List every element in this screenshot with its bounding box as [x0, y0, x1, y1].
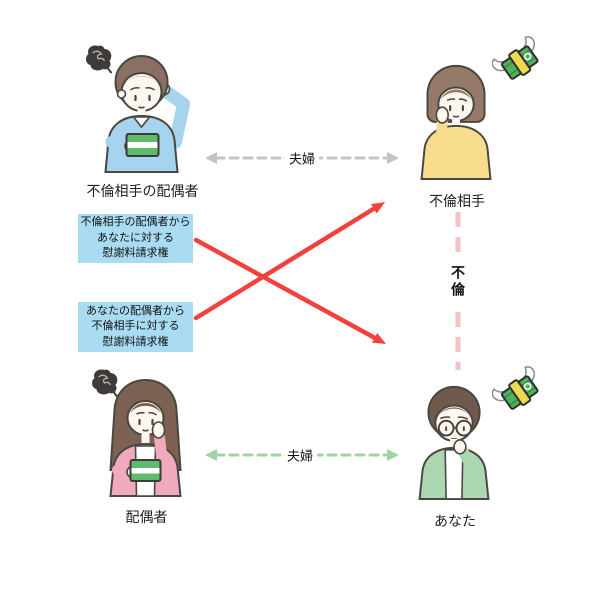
node-label-affair-partners-spouse: 不倫相手の配偶者: [86, 183, 199, 199]
illustration-affair-partners-spouse: [86, 45, 190, 173]
annoyed-scribble-icon: [86, 45, 113, 74]
glasses-icon: [437, 419, 473, 437]
node-label-spouse: 配偶者: [125, 509, 168, 525]
claim-box-against-you: 不倫相手の配偶者から あなたに対する 慰謝料請求権: [78, 214, 193, 263]
annoyed-scribble-icon: [92, 369, 119, 398]
claim-arrow-to-you-line: [193, 237, 378, 341]
node-label-affair-partner: 不倫相手: [429, 193, 485, 209]
illustration-affair-partner: [420, 64, 492, 180]
money-with-wings-icon: [492, 36, 539, 80]
node-you: あなた: [396, 372, 514, 531]
node-affair-partner: 不倫相手: [398, 52, 516, 211]
claim-arrow-to-affair-partner-line: [193, 205, 378, 321]
passbook-icon: [129, 459, 162, 482]
claim-box-line: 不倫相手に対する: [91, 320, 180, 333]
node-affair-partners-spouse: 不倫相手の配偶者: [80, 42, 205, 201]
node-spouse: 配偶者: [84, 368, 209, 527]
top-couple-arrowhead-left: [205, 152, 217, 164]
claim-arrow-to-affair-partner-head: [371, 202, 385, 214]
claim-box-against-affair-partner: あなたの配偶者から 不倫相手に対する 慰謝料請求権: [78, 302, 193, 352]
illustration-you: [418, 385, 490, 500]
claim-box-line: あなたに対する: [97, 231, 174, 244]
affair-label: 不倫: [447, 261, 469, 303]
claim-box-line: あなたの配偶者から: [86, 304, 185, 317]
claim-box-line: 慰謝料請求権: [102, 335, 169, 348]
node-label-you: あなた: [434, 513, 476, 529]
top-couple-label: 夫婦: [284, 147, 320, 169]
bottom-couple-label: 夫婦: [282, 444, 318, 466]
claim-box-line: 慰謝料請求権: [102, 247, 169, 260]
illustration-spouse: [92, 369, 182, 497]
passbook-icon: [125, 133, 160, 157]
money-with-wings-icon: [492, 366, 539, 410]
claim-arrow-to-you-head: [372, 333, 386, 344]
claim-box-line: 不倫相手の配偶者から: [80, 216, 191, 229]
